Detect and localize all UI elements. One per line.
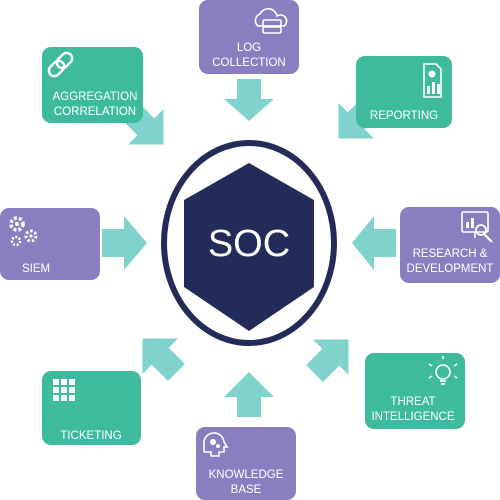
node-knowledge-base: KNOWLEDGE BASE xyxy=(196,427,296,500)
arrow-bottom-left xyxy=(142,338,185,381)
node-label-line2: COLLECTION xyxy=(212,57,286,69)
head-gears-icon xyxy=(203,432,229,457)
chain-link-icon xyxy=(47,51,74,78)
node-label-line1: THREAT xyxy=(390,396,435,408)
center-label: SOC xyxy=(208,223,290,265)
node-threat-intelligence: THREAT INTELLIGENCE xyxy=(365,353,465,429)
arrow-right xyxy=(352,216,396,270)
arrow-left xyxy=(102,216,147,270)
node-siem: SIEM xyxy=(0,208,100,280)
node-label-line1: TICKETING xyxy=(60,430,121,442)
node-log-collection: LOG COLLECTION xyxy=(199,0,299,74)
node-label-line2: DEVELOPMENT xyxy=(407,263,494,275)
center-hexagon xyxy=(184,163,314,331)
node-label-line2: CORRELATION xyxy=(54,106,136,118)
grid-icon xyxy=(53,379,75,401)
node-label-line2: BASE xyxy=(231,484,262,496)
node-label-line1: KNOWLEDGE xyxy=(209,469,284,481)
node-aggregation-correlation: AGGREGATION CORRELATION xyxy=(42,47,143,123)
arrow-bottom-right xyxy=(306,339,349,382)
gears-icon xyxy=(9,216,38,247)
node-label-line2: INTELLIGENCE xyxy=(371,411,454,423)
arrow-top xyxy=(224,79,274,121)
report-chart-icon xyxy=(423,63,442,98)
node-label-line1: SIEM xyxy=(22,263,50,275)
arrow-bottom xyxy=(224,372,274,417)
node-label-line1: REPORTING xyxy=(370,110,438,122)
lightbulb-icon xyxy=(428,356,458,385)
node-ticketing: TICKETING xyxy=(42,371,141,445)
soc-center: SOC xyxy=(161,140,337,346)
monitor-search-icon xyxy=(461,211,493,243)
node-label-line1: RESEARCH & xyxy=(413,248,488,260)
cloud-database-icon xyxy=(254,8,288,34)
node-label-line1: AGGREGATION xyxy=(53,91,138,103)
node-research-development: RESEARCH & DEVELOPMENT xyxy=(400,207,500,283)
node-reporting: REPORTING xyxy=(356,56,452,128)
node-label-line1: LOG xyxy=(237,42,261,54)
